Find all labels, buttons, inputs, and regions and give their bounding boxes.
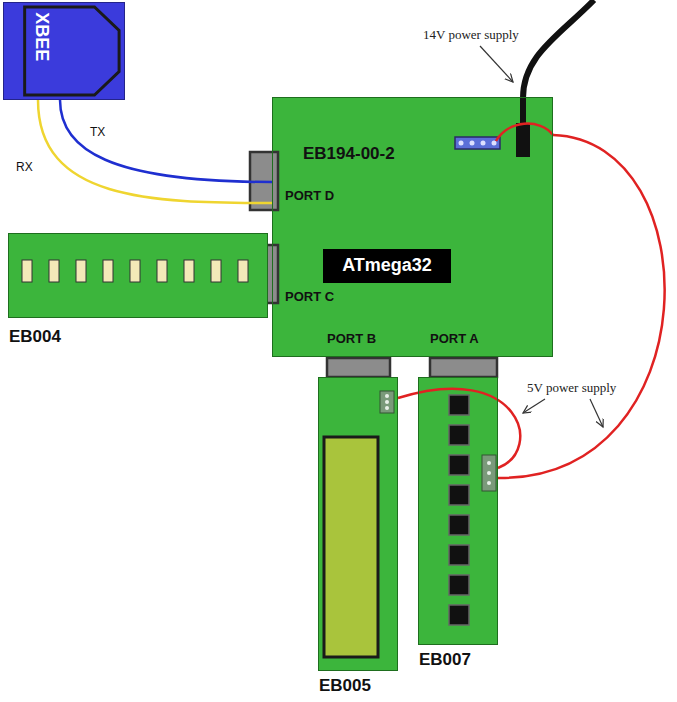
- push-button: [449, 605, 469, 625]
- led-board: EB004: [8, 233, 268, 318]
- header-pin: [459, 141, 464, 146]
- lcd-board-fill: [318, 377, 398, 671]
- lcd-screen: [324, 437, 378, 657]
- led-board-fill: [8, 233, 268, 318]
- power-wire: [496, 124, 553, 141]
- led: [130, 260, 140, 282]
- led: [76, 260, 86, 282]
- push-button: [449, 515, 469, 535]
- push-button: [449, 455, 469, 475]
- led: [103, 260, 113, 282]
- signal-label: TX: [88, 125, 107, 139]
- push-button: [449, 485, 469, 505]
- header-pin: [470, 141, 475, 146]
- port-label: PORT A: [430, 331, 479, 347]
- led: [184, 260, 194, 282]
- port-label: PORT C: [285, 289, 334, 305]
- board-name: ATmega32: [342, 255, 432, 277]
- main-board-fill: [272, 97, 553, 357]
- rx-wire: [38, 100, 272, 203]
- power-header: [482, 455, 496, 491]
- port-label: PORT B: [327, 331, 376, 347]
- microcontroller-chip: ATmega32: [323, 249, 451, 283]
- signal-label: RX: [14, 160, 35, 174]
- led: [211, 260, 221, 282]
- main-board: EB194-00-2ATmega32: [272, 97, 553, 357]
- led: [49, 260, 59, 282]
- port-label: PORT D: [285, 188, 334, 204]
- header-pin: [487, 481, 491, 485]
- push-button: [449, 425, 469, 445]
- switch-board: EB007: [418, 377, 498, 645]
- module-outline: [4, 3, 124, 99]
- power-label: 14V power supply: [423, 27, 519, 43]
- header-pin: [385, 394, 389, 398]
- led: [157, 260, 167, 282]
- board-name: XBEE: [31, 12, 53, 61]
- lcd-board: EB005: [318, 377, 398, 671]
- power-cable: [520, 97, 526, 124]
- push-button: [449, 395, 469, 415]
- power-wire: [498, 135, 665, 478]
- xbee-module: XBEE: [3, 2, 125, 100]
- power-wire: [398, 389, 520, 468]
- push-button: [449, 545, 469, 565]
- power-label: 5V power supply: [527, 380, 616, 396]
- header-pin: [385, 406, 389, 410]
- header-pin: [385, 400, 389, 404]
- port-connector: [327, 358, 390, 377]
- port-connector: [430, 358, 497, 377]
- power-header: [380, 391, 394, 413]
- power-cable: [523, 0, 594, 98]
- switch-board-fill: [418, 377, 498, 645]
- power-header: [455, 137, 500, 149]
- board-name: EB004: [9, 327, 61, 347]
- board-name: EB194-00-2: [303, 144, 395, 164]
- header-pin: [487, 471, 491, 475]
- header-pin: [487, 461, 491, 465]
- led: [22, 260, 32, 282]
- leader-arrow: [480, 46, 513, 82]
- board-name: EB005: [319, 676, 371, 696]
- power-jack: [516, 123, 530, 157]
- leader-arrow: [523, 399, 545, 413]
- module-outline-path: [25, 7, 119, 95]
- push-button: [449, 575, 469, 595]
- board-name: EB007: [419, 650, 471, 670]
- tx-wire: [60, 100, 272, 182]
- header-pin: [492, 141, 497, 146]
- leader-arrow: [590, 399, 603, 427]
- led: [238, 260, 248, 282]
- header-pin: [481, 141, 486, 146]
